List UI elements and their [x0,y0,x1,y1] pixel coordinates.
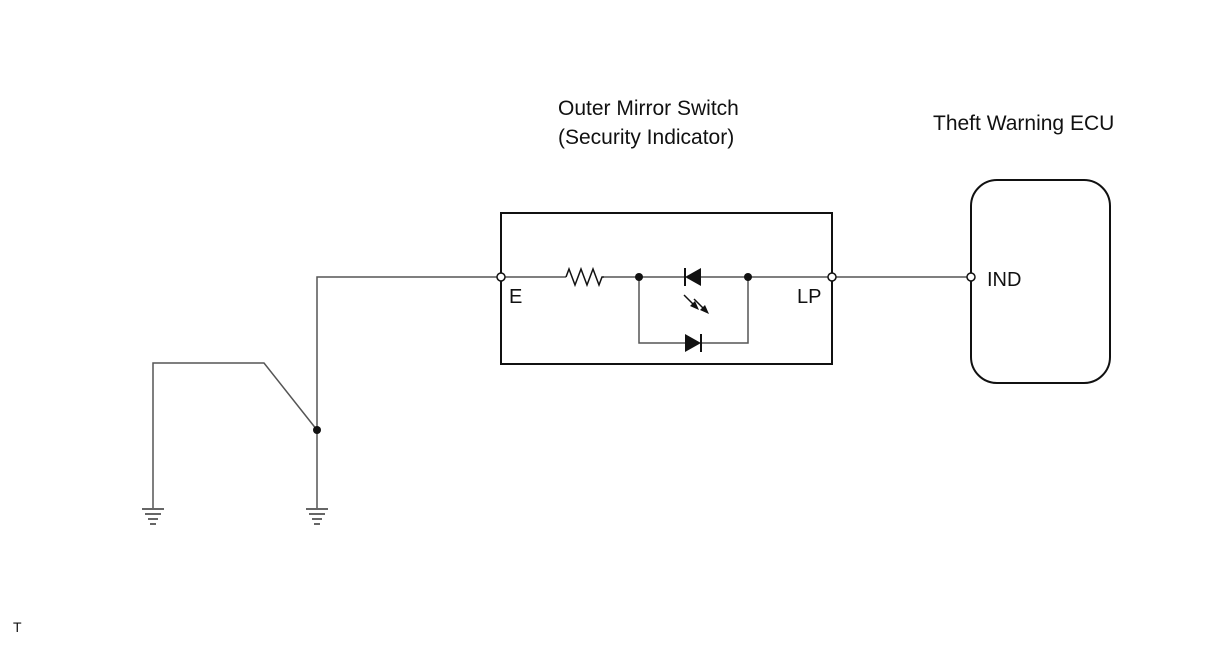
pin-label-e: E [509,286,522,308]
ecu-title: Theft Warning ECU [933,112,1114,135]
ground-wiring [152,276,501,508]
resistor-icon [565,266,604,288]
led-icon [683,268,709,314]
terminal-lp [827,272,837,282]
figure-code: T [13,619,22,635]
terminal-e [496,272,506,282]
pin-label-lp: LP [797,286,821,308]
switch-internal-wiring [501,276,832,344]
switch-title-line2: (Security Indicator) [558,126,734,149]
ground-symbol-right [306,508,328,525]
ground-symbol-left [142,508,164,525]
terminal-ind [966,272,976,282]
switch-box [500,212,833,365]
switch-title-line1: Outer Mirror Switch [558,97,739,120]
pin-label-ind: IND [987,269,1021,291]
junction-dot [313,426,321,434]
junction-dot-right [744,273,752,281]
wire-switch-arm [152,362,318,508]
diode-icon [685,334,702,352]
wire-e-to-ground [316,276,501,508]
junction-dot-left [635,273,643,281]
